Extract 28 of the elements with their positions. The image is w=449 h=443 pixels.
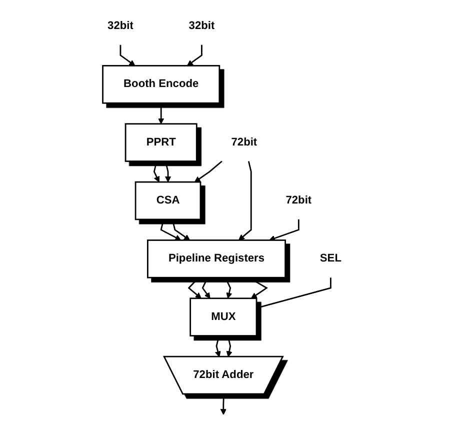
node-text: 72bit: [231, 136, 258, 148]
node-text: 72bit: [286, 194, 312, 206]
arrow: [248, 276, 268, 299]
arrow: [220, 394, 226, 415]
arrow: [214, 336, 221, 358]
arrow: [158, 103, 164, 124]
node-box: Pipeline Registers: [147, 240, 286, 278]
node-text: 32bit: [188, 20, 215, 32]
node-box: Booth Encode: [102, 65, 220, 104]
arrow: [202, 277, 210, 299]
arrow: [188, 277, 202, 299]
node-text: SEL: [320, 252, 342, 264]
node-box: PPRT: [124, 123, 198, 162]
arrow: [238, 161, 252, 240]
arrow: [160, 219, 182, 240]
arrow: [224, 277, 232, 299]
arrow: [164, 161, 172, 182]
connector: [256, 278, 332, 309]
node-box: CSA: [134, 181, 202, 220]
arrow: [172, 219, 190, 240]
node-text: 32bit: [108, 20, 134, 32]
arrow: [269, 219, 300, 242]
arrow: [153, 161, 160, 182]
arrow: [194, 160, 222, 182]
node-box: MUX: [190, 298, 258, 336]
arrow: [186, 44, 202, 66]
arrow: [120, 44, 136, 66]
arrow: [226, 336, 232, 358]
